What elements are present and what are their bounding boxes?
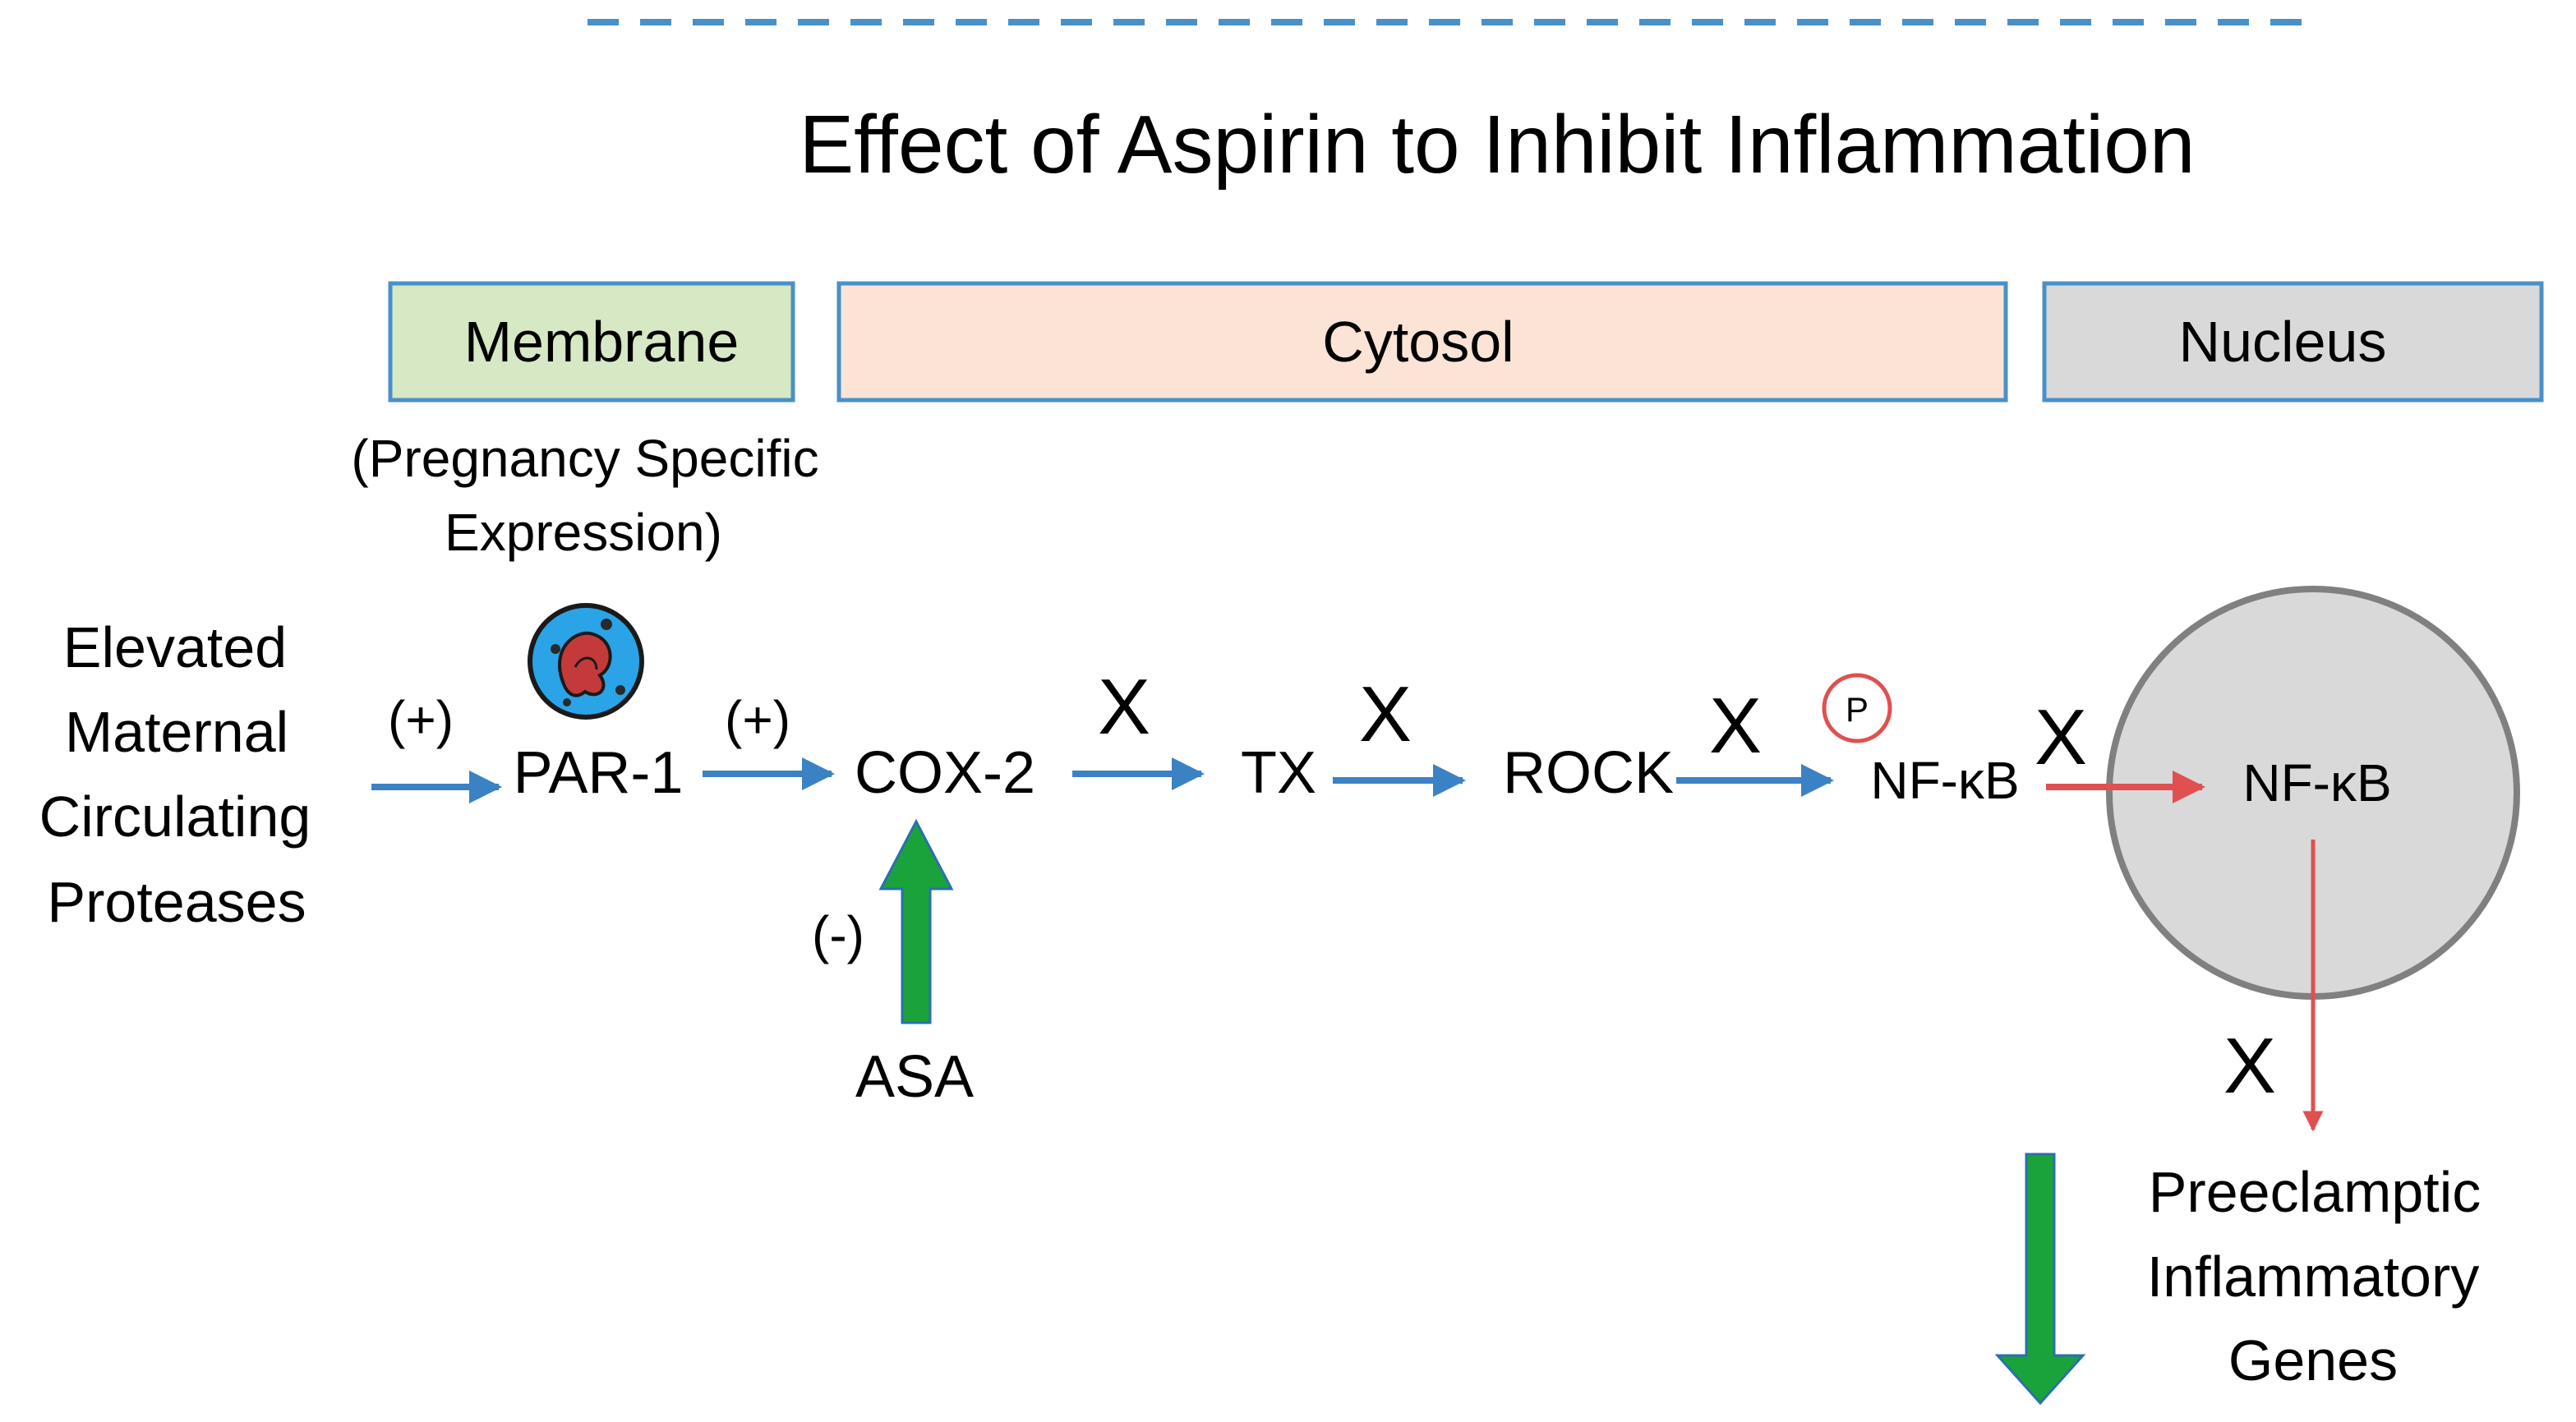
output-line-2: Inflammatory (2147, 1245, 2480, 1309)
node-par1: PAR-1 (514, 740, 684, 806)
asa-inhibition-arrow (878, 818, 954, 1024)
activation-sign-1: (+) (388, 690, 454, 749)
block-mark-4: X (2035, 693, 2087, 781)
phospho-badge (1822, 673, 1892, 743)
cell-receptor-icon (528, 603, 644, 720)
node-asa: ASA (855, 1044, 974, 1110)
block-mark-1: X (1098, 663, 1150, 751)
cytosol-box (836, 281, 2008, 403)
cytosol-label: Cytosol (1322, 310, 1514, 374)
source-line-2: Maternal (65, 700, 288, 764)
annotation-line-1: (Pregnancy Specific (351, 429, 818, 488)
node-tx: TX (1241, 740, 1316, 806)
diagram-title: Effect of Aspirin to Inhibit Inflammatio… (799, 99, 2195, 191)
node-cox2: COX-2 (855, 740, 1035, 806)
nucleus-box (2042, 281, 2544, 403)
downregulation-arrow (1994, 1153, 2086, 1406)
membrane-label: Membrane (464, 310, 740, 374)
output-line-1: Preeclamptic (2149, 1160, 2482, 1224)
source-line-4: Proteases (47, 870, 306, 934)
block-mark-5: X (2223, 1022, 2276, 1110)
block-mark-3: X (1709, 682, 1762, 770)
annotation-line-2: Expression) (445, 503, 722, 562)
node-nfkb-nucleus: NF-κB (2242, 753, 2391, 812)
membrane-box (388, 281, 795, 403)
node-rock: ROCK (1503, 740, 1674, 806)
source-line-1: Elevated (63, 615, 287, 679)
output-line-3: Genes (2228, 1328, 2398, 1392)
node-nfkb-cytosol: NF-κB (1870, 751, 2019, 810)
source-line-3: Circulating (39, 785, 311, 849)
inhibition-sign: (-) (812, 905, 864, 964)
nucleus-label: Nucleus (2179, 310, 2387, 374)
phospho-label: P (1846, 690, 1869, 729)
block-mark-2: X (1359, 670, 1412, 758)
activation-sign-2: (+) (725, 690, 790, 749)
